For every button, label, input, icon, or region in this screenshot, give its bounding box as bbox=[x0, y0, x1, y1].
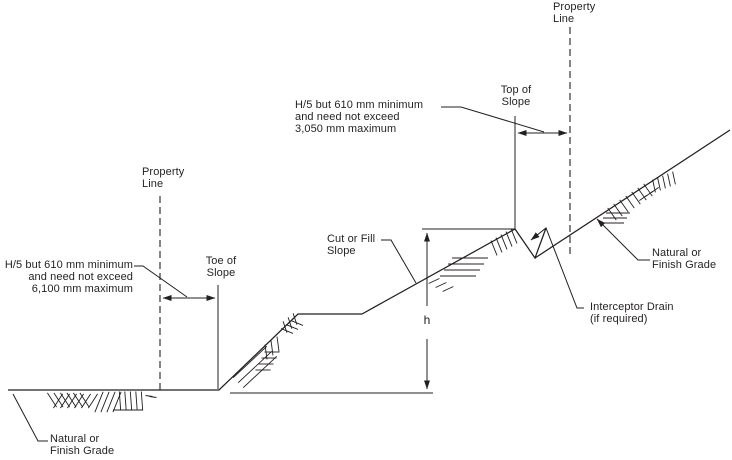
leader-cut-fill-slope bbox=[381, 239, 417, 284]
label-setback-top-of-slope: H/5 but 610 mm minimum and need not exce… bbox=[295, 99, 424, 135]
earth-hatch-marks bbox=[47, 171, 676, 413]
label-cut-or-fill-slope: Cut or Fill Slope bbox=[327, 233, 376, 257]
label-property-line-top: Property Line bbox=[553, 1, 596, 25]
height-reference-lines bbox=[230, 228, 515, 394]
ground-profile-line bbox=[8, 227, 547, 391]
label-slope-height-h: h bbox=[423, 313, 431, 327]
leader-setback-toe bbox=[134, 265, 188, 298]
label-natural-grade-right: Natural or Finish Grade bbox=[652, 247, 717, 271]
leader-interceptor-drain bbox=[530, 227, 584, 309]
natural-grade-line bbox=[534, 129, 731, 259]
label-natural-grade-bottom-left: Natural or Finish Grade bbox=[50, 433, 115, 457]
leader-setback-top bbox=[441, 106, 545, 133]
leader-natural-grade-left bbox=[12, 393, 48, 442]
label-top-of-slope: Top of Slope bbox=[500, 84, 532, 108]
leader-natural-grade-right bbox=[596, 218, 650, 261]
label-setback-toe-of-slope: H/5 but 610 mm minimum and need not exce… bbox=[4, 259, 133, 295]
label-property-line-left: Property Line bbox=[142, 166, 185, 190]
label-interceptor-drain: Interceptor Drain (if required) bbox=[590, 301, 674, 325]
label-toe-of-slope: Toe of Slope bbox=[205, 255, 237, 279]
